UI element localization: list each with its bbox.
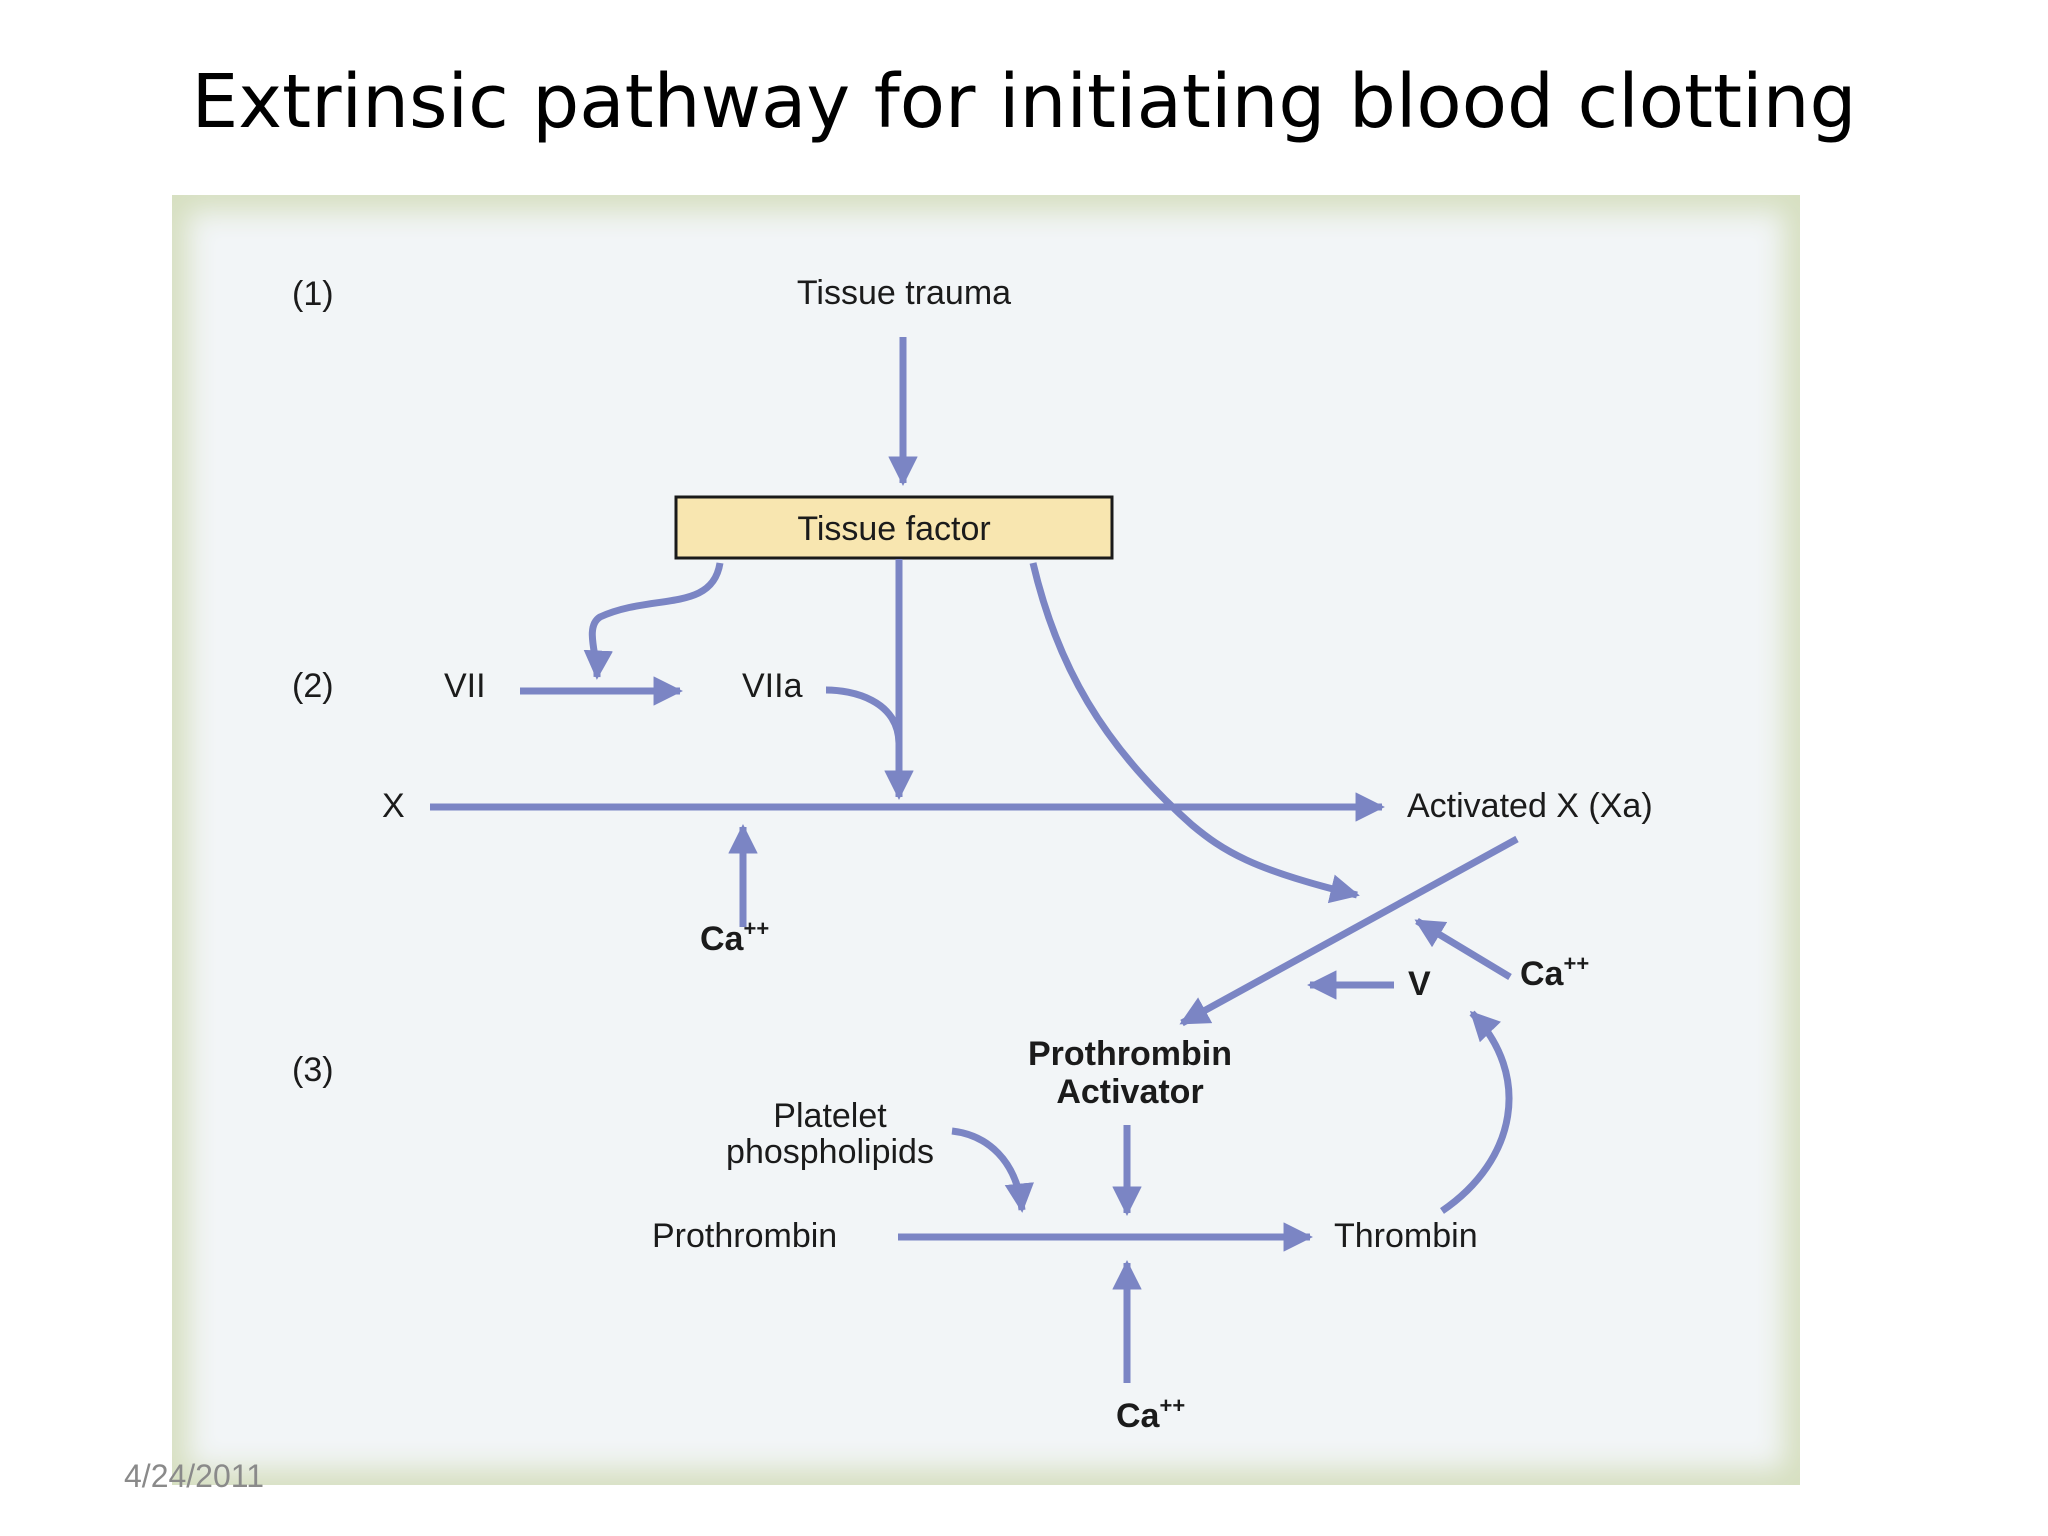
step-label-2: (2) [292, 667, 334, 705]
vii-label: VII [444, 667, 486, 705]
factor-to-vii-arrow [583, 562, 724, 680]
ca-label-1: Ca++ [700, 916, 769, 958]
viia-curve [825, 686, 903, 744]
ca-to-junction-arrow [1414, 918, 1512, 980]
factor-to-activator-curve [1029, 562, 1360, 904]
ca-label-3: Ca++ [1116, 1393, 1185, 1435]
prothrombin-activator-line1: Prothrombin [1028, 1035, 1232, 1073]
activated-x-label: Activated X (Xa) [1407, 787, 1653, 825]
platelet-label-line2: phospholipids [726, 1133, 934, 1171]
slide-title: Extrinsic pathway for initiating blood c… [191, 59, 1857, 145]
platelet-label-line1: Platelet [773, 1097, 887, 1135]
xa-to-activator-arrow [1179, 835, 1519, 1027]
tissue-trauma-label: Tissue trauma [797, 274, 1011, 312]
ca-label-2: Ca++ [1520, 951, 1589, 993]
x-label: X [382, 787, 405, 825]
tissue-factor-box [674, 495, 1114, 560]
v-label: V [1408, 965, 1431, 1003]
thrombin-to-v-feedback-arrow [1440, 1010, 1513, 1214]
step-label-3: (3) [292, 1051, 334, 1089]
prothrombin-activator-line2: Activator [1056, 1073, 1203, 1111]
pathway-diagram: (1) (2) (3) Tissue trauma Tissue factor … [292, 274, 1653, 1435]
step-label-1: (1) [292, 275, 334, 313]
platelet-to-reaction-arrow [951, 1127, 1034, 1213]
slide-date: 4/24/2011 [124, 1458, 264, 1494]
prothrombin-label: Prothrombin [652, 1217, 837, 1255]
diagram-panel: (1) (2) (3) Tissue trauma Tissue factor … [172, 195, 1800, 1485]
thrombin-label: Thrombin [1334, 1217, 1478, 1255]
tissue-factor-label: Tissue factor [797, 510, 990, 548]
viia-label: VIIa [742, 667, 803, 705]
